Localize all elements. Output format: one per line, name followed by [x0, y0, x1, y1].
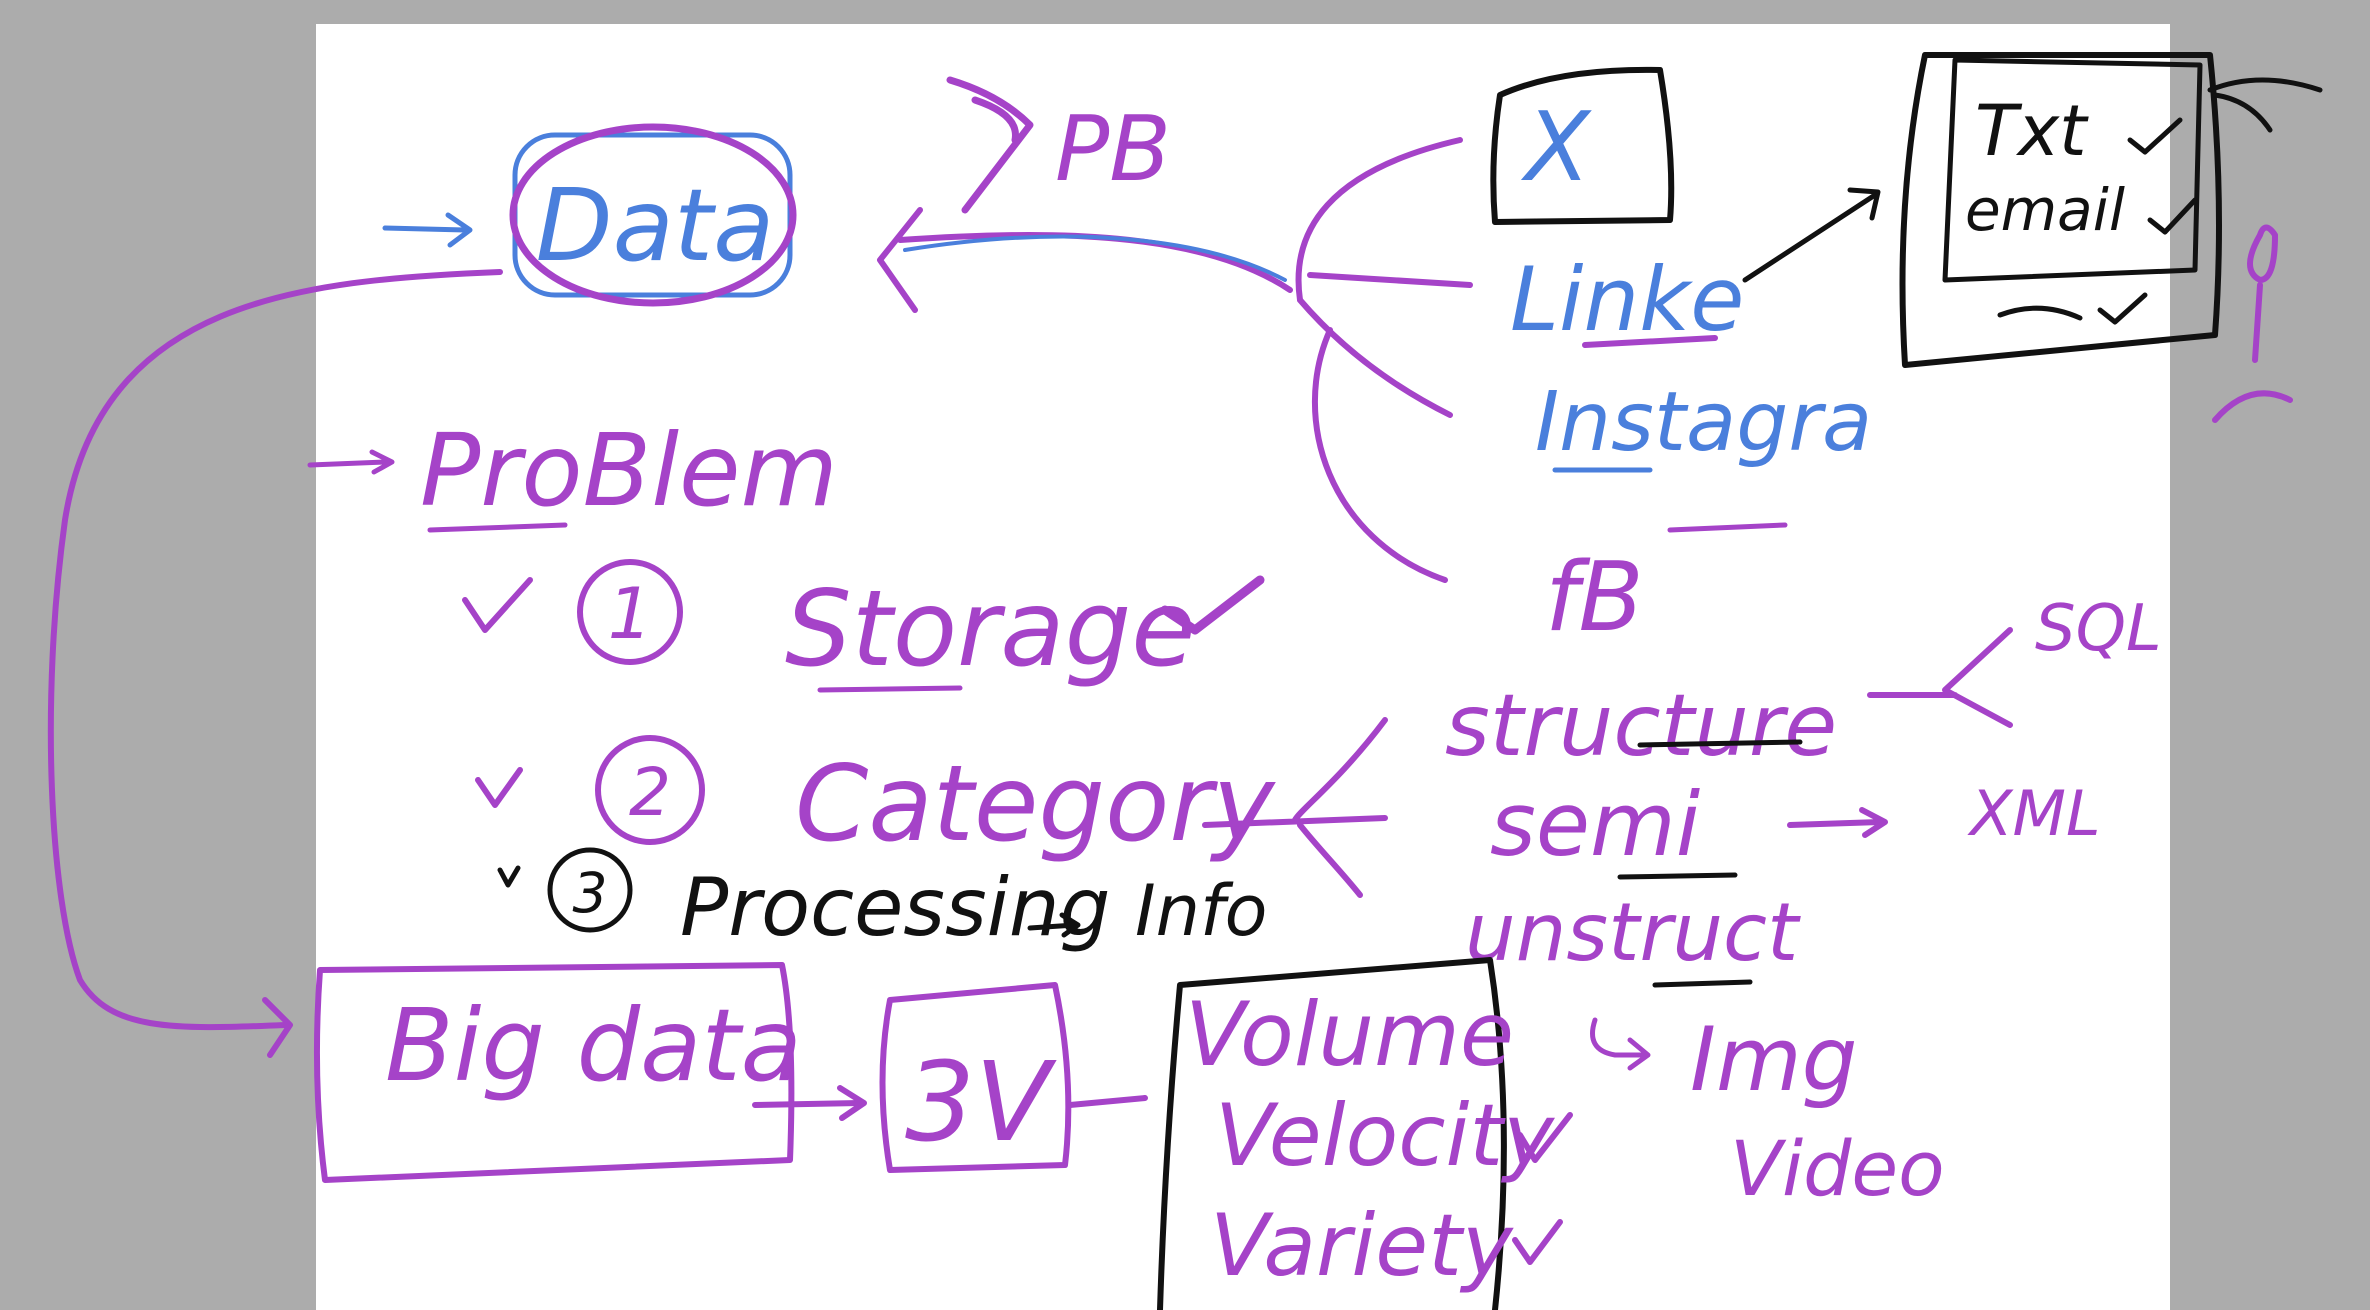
person-sketch: [2212, 224, 2293, 423]
whiteboard-canvas[interactable]: [316, 24, 2170, 1310]
content-exit-arrow: [2207, 77, 2323, 133]
